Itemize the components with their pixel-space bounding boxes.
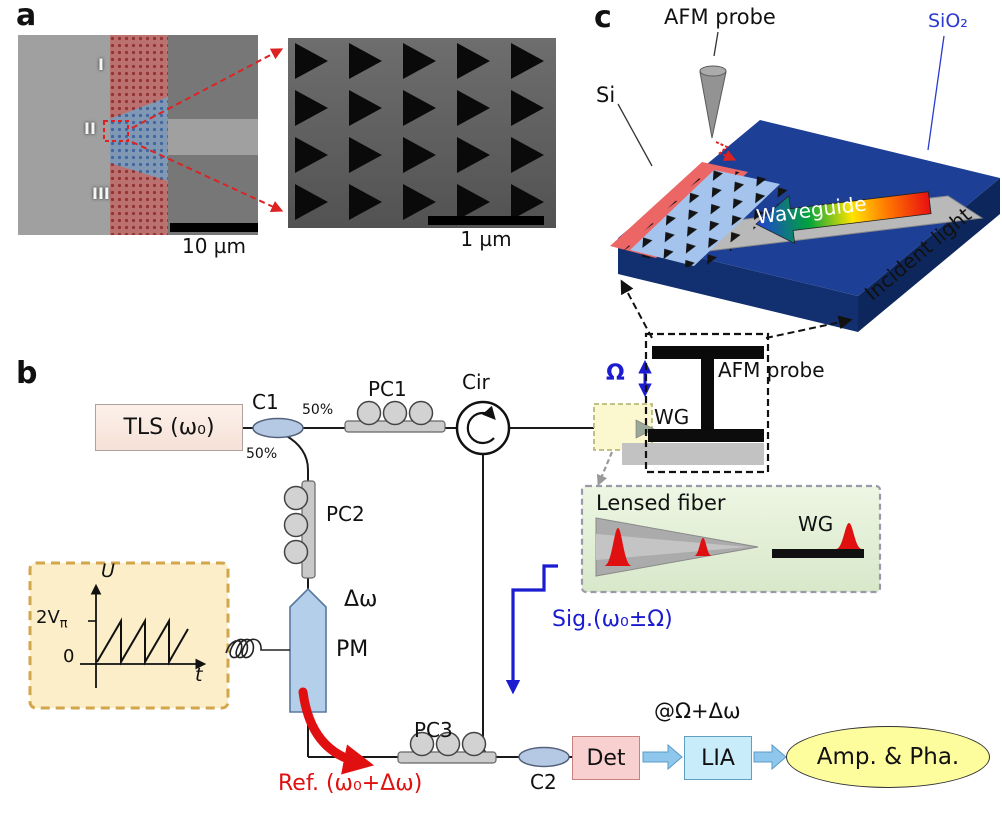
zero-label: 0 [63,646,75,667]
region-iii-overlay [110,163,168,235]
delta-omega-label: Δω [344,587,378,612]
photonic-crystal-holes [288,38,556,228]
lensed-fiber-inset [580,484,882,594]
pc2-icon [283,480,316,579]
flow-arrows [642,743,787,771]
cir-label: Cir [462,370,490,394]
c1-label: C1 [252,390,279,414]
pc3-icon [397,731,497,764]
det-box: Det [572,736,640,780]
sawtooth-generator-box [28,561,230,710]
fiber-core [596,534,748,560]
photonic-crystal-lattice [622,166,800,272]
u-axis-label: U [101,560,115,582]
lia-label: LIA [701,745,735,771]
c2-label: C2 [530,770,557,794]
si-label: Si [596,83,616,107]
omega-label: Ω [606,361,625,386]
two-vpi-label: 2Vπ [36,607,68,632]
inset-pointer-arrow [596,451,614,487]
pc3-label: PC3 [414,718,453,742]
sio2-leader [927,35,945,151]
tls-label: TLS (ω₀) [123,415,215,440]
det-label: Det [586,745,626,771]
pc1-icon [344,400,446,433]
ref-label: Ref. (ω₀+Δω) [278,771,423,796]
afm-probe-leader [713,31,719,57]
coupler-c2-icon [518,746,570,768]
pulse-focused [694,538,712,556]
at-omega-label: @Ω+Δω [654,699,741,723]
amp-pha-label: Amp. & Pha. [816,744,960,770]
pulse-in-wg [836,523,862,549]
zoom-arrows [131,48,284,212]
sem-zoom-image [288,38,556,228]
sio2-label: SiO₂ [928,10,968,32]
probe-wg-assembly [622,346,764,465]
split-bottom-label: 50% [246,446,278,462]
region-label-i: I [98,55,104,74]
scalebar-10um [170,223,258,232]
pc1-label: PC1 [368,377,407,401]
t-axis-label: t [195,664,203,686]
phase-modulator-icon [289,587,327,713]
region-label-ii: II [84,119,96,138]
scalebar-10um-label: 10 µm [181,234,246,258]
zoom-region-rect [103,120,129,142]
coupler-c1-icon [252,417,304,439]
wg-label: WG [654,405,690,429]
inset-wg-bar [772,549,864,558]
region-label-iii: III [92,184,110,203]
sem-overview-image [18,35,258,235]
ref-path-arrow [298,687,375,775]
panel-b-label: b [16,356,38,391]
zoom-dashed-rect [644,332,770,474]
lensed-fiber-label: Lensed fiber [596,491,726,515]
panel-c-label: c [594,0,612,35]
pm-label: PM [336,637,369,662]
sawtooth-wave [96,617,189,666]
sig-label: Sig.(ω₀±Ω) [552,607,673,632]
lia-box: LIA [684,736,752,780]
scalebar-1um [428,216,544,225]
afm-probe-b-label: AFM probe [718,358,825,382]
schematic-3d [610,31,1000,339]
tls-box: TLS (ω₀) [95,404,243,451]
coil-wire [225,638,290,659]
panel-a-label: a [16,0,37,33]
tip-scatter-arrow [715,141,737,161]
region-ii-overlay [110,97,168,181]
pulse-in-fiber [604,528,632,566]
scalebar-1um-label: 1 µm [460,227,512,251]
split-top-label: 50% [302,402,334,418]
rainbow-arrow [755,191,932,245]
si-leader [617,103,653,167]
lensed-wg-label: WG [798,512,834,536]
afm-probe-3d-label: AFM probe [664,5,776,29]
amp-pha-ellipse: Amp. & Pha. [786,726,990,788]
setup-diagram [28,332,882,775]
pc2-label: PC2 [326,502,365,526]
dashed-connectors [620,279,853,339]
region-i-overlay [110,35,168,119]
sig-path-arrow [505,564,558,695]
circulator-icon [455,400,511,456]
afm-probe-cone [699,65,727,139]
